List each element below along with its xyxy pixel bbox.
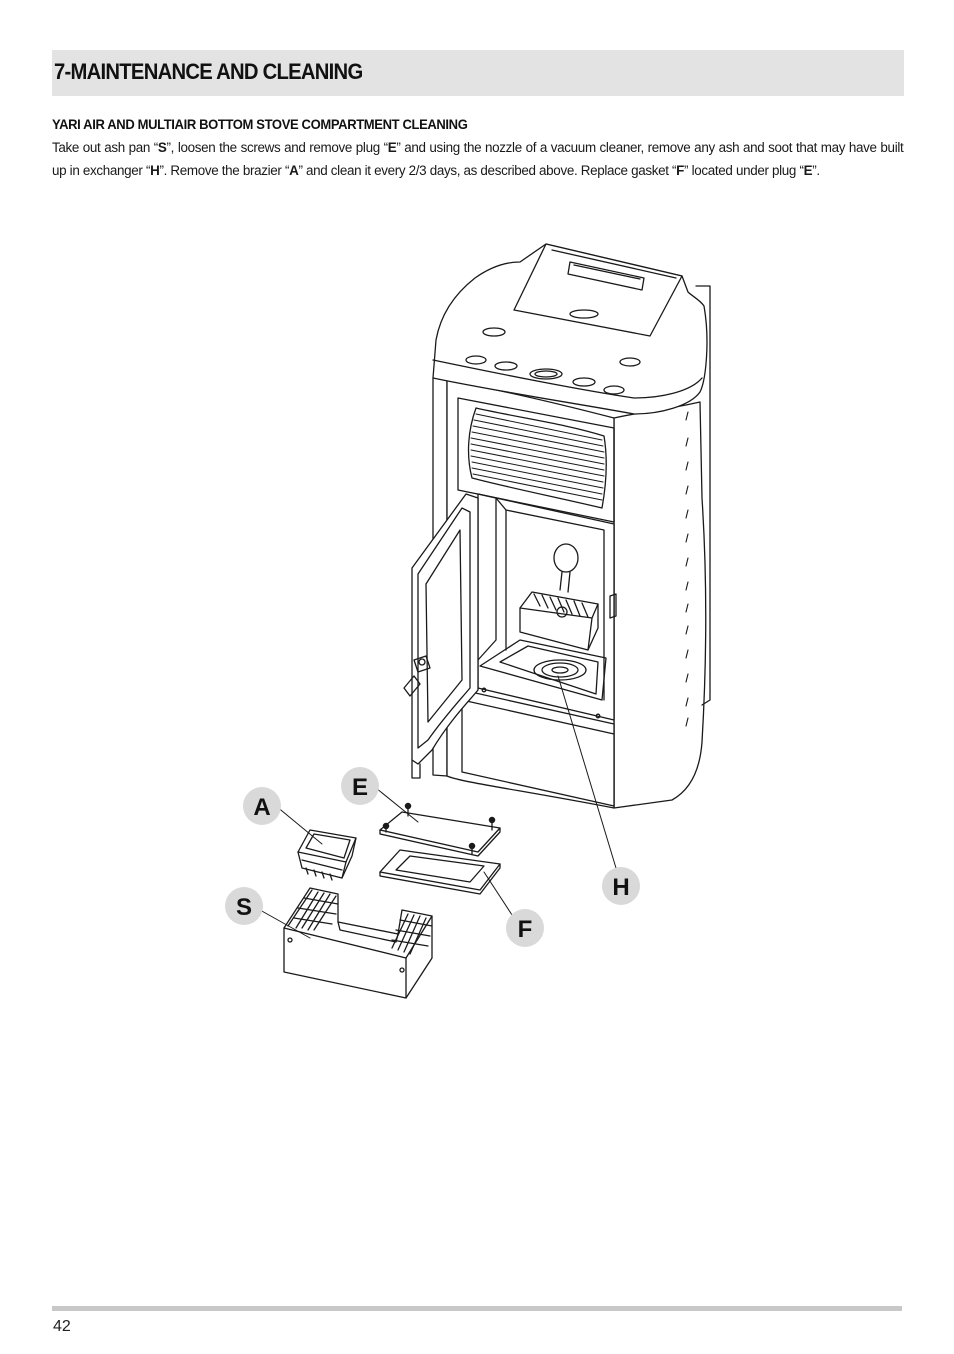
text-run: ”. Remove the brazier “ [159,163,290,179]
callout-a-label: A [253,794,270,821]
text-run: ” and using the nozzle of a vacuum clean… [52,140,904,179]
ref-key: H [150,163,160,179]
callout-e: E [341,767,379,805]
callout-h-circle [602,867,640,905]
callout-h: H [602,867,640,905]
text-run: ” and clean it every 2/3 days, as descri… [298,163,677,179]
callout-s-label: S [236,894,252,921]
ref-key: E [387,140,397,156]
text-run: ”, loosen the screws and remove plug “ [166,140,389,156]
section-title: 7-MAINTENANCE AND CLEANING [54,59,363,84]
callout-e-label: E [352,774,368,801]
callout-f-label: F [518,916,533,943]
text-run: Take out ash pan “ [52,140,158,156]
leader-lines [259,675,617,939]
subheading: YARI AIR AND MULTIAIR BOTTOM STOVE COMPA… [52,116,468,132]
plug-e [379,802,501,857]
gasket-f [379,849,501,895]
callout-f: F [506,909,544,947]
text-run: ” located under plug “ [684,163,804,179]
front-grille-slats [470,413,605,501]
side-vent-slots [685,411,689,727]
callout-s: S [225,887,263,925]
ref-key: S [157,140,167,156]
section-header-bar: 7-MAINTENANCE AND CLEANING [52,50,904,96]
page-number: 42 [53,1318,71,1335]
ref-key: F [676,163,685,179]
callout-f-circle [506,909,544,947]
callout-h-label: H [612,874,629,901]
instructions-paragraph: Take out ash pan “S”, loosen the screws … [52,137,904,183]
callout-a-circle [243,787,281,825]
ash-pan-s [283,887,433,999]
stove-door [403,493,479,779]
callout-a: A [243,787,281,825]
footer-rule [52,1306,902,1311]
ref-key: E [803,163,813,179]
brazier-a [297,829,357,881]
text-run: ”. [812,163,820,179]
callout-s-circle [225,887,263,925]
ref-key: A [289,163,299,179]
fire-chamber [461,493,617,807]
callout-e-circle [341,767,379,805]
